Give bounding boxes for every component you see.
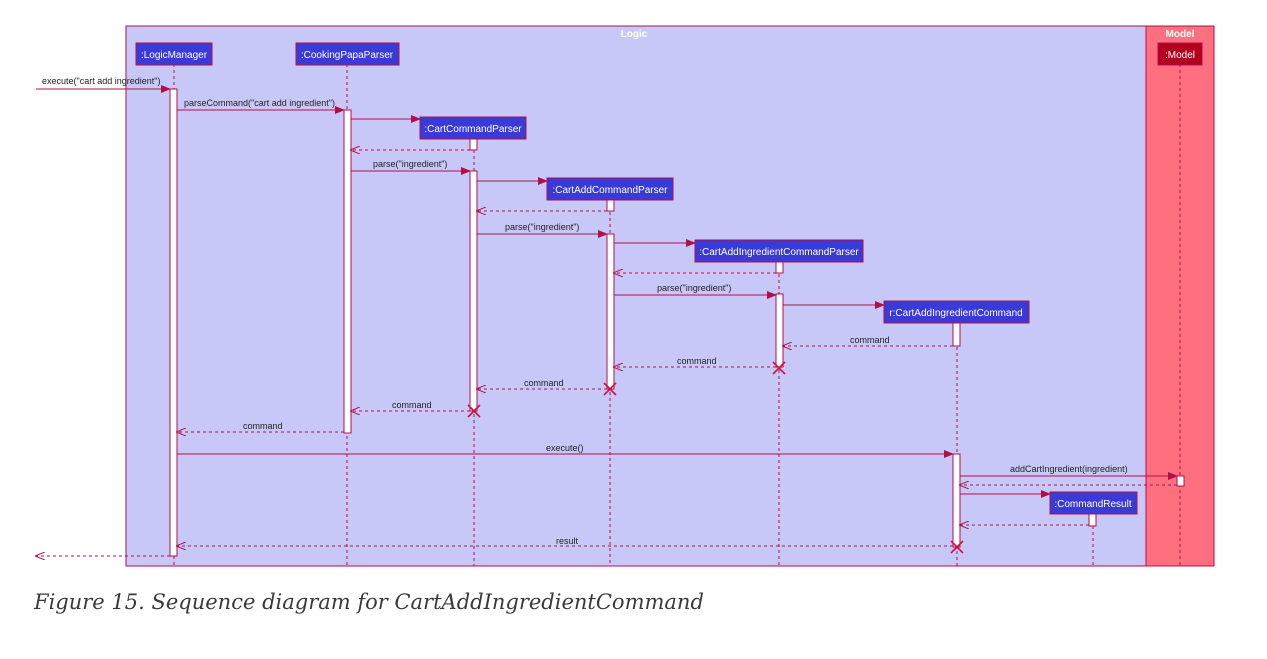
- activation-cart-add-ingredient-command: [952, 453, 961, 548]
- label-add-cart-ingredient: addCartIngredient(ingredient): [1010, 464, 1128, 474]
- label-return-command-1: command: [850, 335, 890, 345]
- activation-model: [1176, 475, 1185, 487]
- participant-logic-manager-label: :LogicManager: [141, 50, 208, 61]
- label-result: result: [556, 536, 579, 546]
- activation-cart-add-ingredient-command-create: [952, 322, 961, 347]
- label-return-command-5: command: [243, 421, 283, 431]
- label-execute-input: execute("cart add ingredient"): [42, 76, 160, 86]
- label-parse-1: parse("ingredient"): [373, 159, 447, 169]
- participant-cart-add-ingredient-command-parser-label: :CartAddIngredientCommandParser: [699, 247, 859, 258]
- label-parse-2: parse("ingredient"): [505, 222, 579, 232]
- logic-box-title: Logic: [621, 29, 648, 40]
- sequence-diagram: Logic Model :LogicManager :CookingPapaPa…: [0, 25, 1215, 567]
- participant-cart-command-parser-label: :CartCommandParser: [424, 124, 522, 135]
- activation-cart-command-parser: [469, 170, 478, 412]
- participant-logic-manager: [135, 42, 213, 66]
- activation-cart-add-command-parser-create: [606, 199, 615, 212]
- participant-cart-add-command-parser-label: :CartAddCommandParser: [552, 185, 668, 196]
- label-parse-3: parse("ingredient"): [657, 283, 731, 293]
- activation-command-result: [1088, 513, 1097, 527]
- participant-cooking-papa-parser-label: :CookingPapaParser: [301, 50, 394, 61]
- activation-cart-add-ingredient-command-parser-create: [775, 261, 784, 274]
- figure-caption: Figure 15. Sequence diagram for CartAddI…: [34, 590, 704, 614]
- model-box-title: Model: [1166, 29, 1195, 40]
- activation-cart-add-command-parser: [606, 233, 615, 390]
- participant-model: [1157, 42, 1203, 66]
- activation-cart-add-ingredient-command-parser: [775, 293, 784, 368]
- participant-cooking-papa-parser: [295, 42, 400, 66]
- label-return-command-2: command: [677, 356, 717, 366]
- label-return-command-4: command: [392, 400, 432, 410]
- label-return-command-3: command: [524, 378, 564, 388]
- label-execute: execute(): [546, 443, 584, 453]
- destroy-mark-cart-add-ingredient-command-parser: [772, 361, 786, 375]
- activation-cooking-papa-parser: [343, 109, 352, 434]
- activation-cart-command-parser-create: [469, 138, 478, 151]
- destroy-mark-cart-add-command-parser: [603, 382, 617, 396]
- activation-logic-manager: [169, 88, 178, 557]
- participant-model-label: :Model: [1165, 50, 1195, 61]
- label-parse-command: parseCommand("cart add ingredient"): [184, 98, 335, 108]
- participant-command-result-label: :CommandResult: [1054, 499, 1131, 510]
- destroy-mark-cart-add-ingredient-command: [950, 540, 964, 554]
- participant-cart-add-ingredient-command-label: r:CartAddIngredientCommand: [889, 308, 1022, 319]
- destroy-mark-cart-command-parser: [467, 404, 481, 418]
